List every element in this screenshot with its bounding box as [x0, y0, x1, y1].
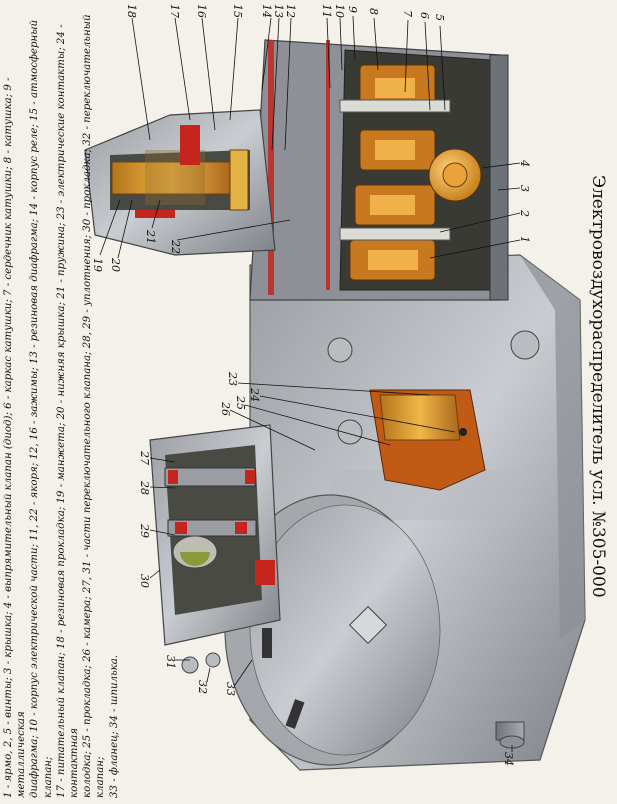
callout-9: 9 [346, 6, 359, 13]
callout-4: 4 [518, 159, 531, 167]
callout-8: 8 [367, 8, 380, 15]
callout-17: 17 [168, 4, 181, 18]
callout-16: 16 [195, 4, 208, 18]
callout-25: 25 [234, 395, 247, 410]
callout-10: 10 [333, 4, 346, 18]
callout-1: 1 [518, 236, 531, 243]
callout-31: 31 [164, 655, 177, 669]
contact-block [369, 389, 486, 491]
callout-34: 34 [502, 752, 515, 766]
callout-33: 33 [224, 682, 237, 696]
legend-line-3: 17 - питательный клапан; 18 - резиновая … [55, 24, 81, 798]
callout-21: 21 [144, 229, 157, 244]
callout-numbers: 1 2 3 4 5 6 7 8 9 10 11 12 13 14 15 16 1… [91, 4, 531, 766]
callout-11: 11 [320, 4, 333, 18]
body-bolts [327, 330, 540, 445]
callout-6: 6 [418, 12, 431, 19]
legend-line-2: диафрагма; 10 - корпус электрической час… [29, 19, 54, 798]
callout-14: 14 [260, 4, 273, 18]
callout-18: 18 [125, 4, 138, 18]
callout-30: 30 [138, 574, 151, 588]
callout-2: 2 [518, 209, 531, 217]
callout-12: 12 [284, 4, 297, 18]
callout-29: 29 [138, 523, 151, 538]
callout-5: 5 [433, 14, 446, 21]
callout-28: 28 [138, 480, 151, 495]
relay-housing [84, 109, 276, 256]
switching-valve-section [149, 424, 281, 674]
legend-line-5: 33 - фланец; 34 - шпилька. [108, 654, 120, 798]
callout-23: 23 [226, 371, 239, 386]
callout-22: 22 [169, 239, 182, 254]
callout-24: 24 [248, 387, 261, 402]
legend: 1 - ярмо, 2, 5 - винты; 3 - крышка; 4 - … [2, 2, 121, 798]
callout-20: 20 [109, 257, 122, 272]
callout-3: 3 [518, 185, 531, 192]
leader-lines [99, 15, 521, 752]
callout-7: 7 [401, 10, 414, 17]
legend-line-4: колодка; 25 - прокладка; 26 - камера; 27… [82, 14, 107, 798]
callout-15: 15 [231, 4, 244, 18]
callout-32: 32 [196, 680, 209, 694]
callout-19: 19 [91, 258, 104, 272]
callout-27: 27 [138, 450, 151, 465]
callout-26: 26 [219, 401, 232, 416]
diagram-title: Электровоздухораспределитель усл. №305-0… [588, 175, 608, 598]
stud [495, 721, 525, 749]
legend-line-1: 1 - ярмо, 2, 5 - винты; 3 - крышка; 4 - … [3, 77, 28, 798]
electric-part-section [249, 39, 509, 301]
callout-13: 13 [272, 4, 285, 18]
